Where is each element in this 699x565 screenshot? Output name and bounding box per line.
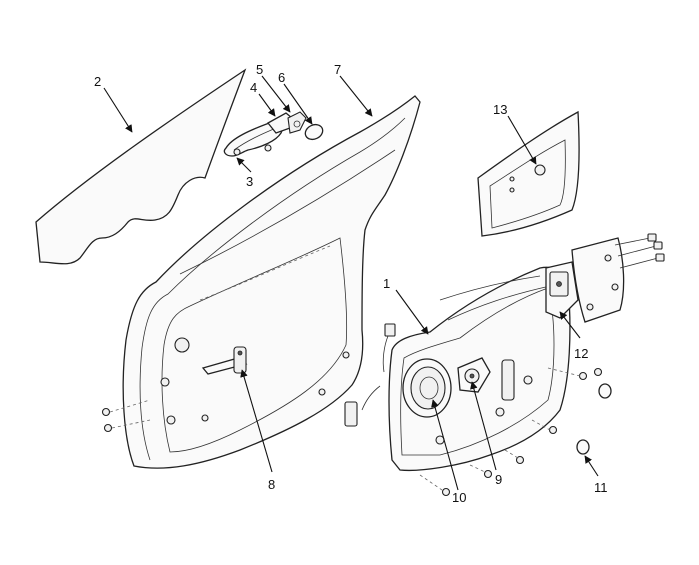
- callout-5: 5: [256, 62, 263, 77]
- callout-6: 6: [278, 70, 285, 85]
- speaker: [402, 358, 452, 418]
- callout-10: 10: [452, 490, 466, 505]
- callout-7: 7: [334, 62, 341, 77]
- callout-4: 4: [250, 80, 257, 95]
- callout-2: 2: [94, 74, 101, 89]
- leader-lines: [103, 75, 599, 491]
- mounting-bolts-left: [101, 399, 151, 433]
- callout-1: 1: [383, 276, 390, 291]
- door-module-panel: [388, 266, 571, 472]
- latch-bolts: [614, 233, 665, 269]
- wiring-connector: [344, 323, 396, 427]
- callout-8: 8: [268, 477, 275, 492]
- module-fasteners: [419, 367, 612, 497]
- door-latch: [545, 261, 579, 319]
- callout-9: 9: [495, 472, 502, 487]
- outside-door-handle: [223, 120, 284, 157]
- handle-bracket: [267, 111, 324, 141]
- latch-cover-panel: [571, 237, 625, 323]
- callout-13: 13: [493, 102, 507, 117]
- door-glass: [35, 68, 247, 265]
- callout-11: 11: [594, 480, 608, 495]
- door-checker: [201, 346, 248, 375]
- window-regulator-motor: [457, 357, 491, 393]
- door-frame: [122, 95, 421, 469]
- callout-labels: 1 2 3 4 5 6 7 8 9 10 11 12 13: [94, 62, 608, 505]
- callout-12: 12: [574, 346, 588, 361]
- callout-3: 3: [246, 174, 253, 189]
- hinge-pillar-bracket: [477, 110, 580, 237]
